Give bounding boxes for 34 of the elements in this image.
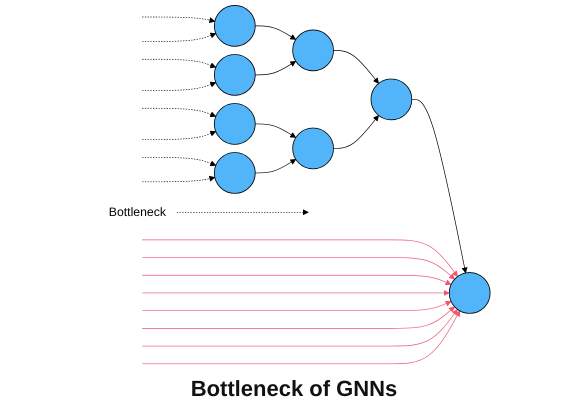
node-circle	[214, 103, 256, 145]
annotation-text: Bottleneck	[108, 205, 166, 219]
node-circle	[370, 78, 412, 120]
node-circle	[292, 128, 334, 170]
arrow	[142, 309, 458, 346]
arrow	[254, 60, 296, 76]
node-circle	[214, 54, 256, 96]
arrow	[142, 310, 460, 364]
caption: Bottleneck of GNNs	[190, 376, 398, 402]
node-circle	[292, 30, 334, 72]
arrow	[254, 124, 296, 138]
dashed-arrow	[142, 16, 216, 24]
arrow	[333, 115, 379, 149]
dashed-arrow	[142, 32, 216, 42]
arrow	[333, 50, 379, 84]
arrow	[254, 159, 296, 174]
dashed-arrow	[142, 176, 216, 182]
arrow	[142, 290, 450, 296]
dashed-arrow	[176, 209, 309, 216]
arrow	[142, 306, 455, 329]
arrow	[411, 99, 468, 274]
arrow	[142, 240, 458, 277]
arrow	[254, 26, 296, 40]
dashed-arrow	[142, 82, 216, 91]
node-circle	[214, 152, 256, 194]
arrow	[142, 274, 452, 286]
arrow	[142, 257, 455, 280]
dashed-arrow	[142, 58, 216, 68]
dashed-arrow	[142, 156, 216, 166]
node-circle	[448, 272, 491, 314]
dashed-arrow	[142, 130, 216, 140]
node-circle	[214, 5, 256, 47]
dashed-arrow	[142, 108, 216, 118]
arrow	[142, 300, 452, 312]
